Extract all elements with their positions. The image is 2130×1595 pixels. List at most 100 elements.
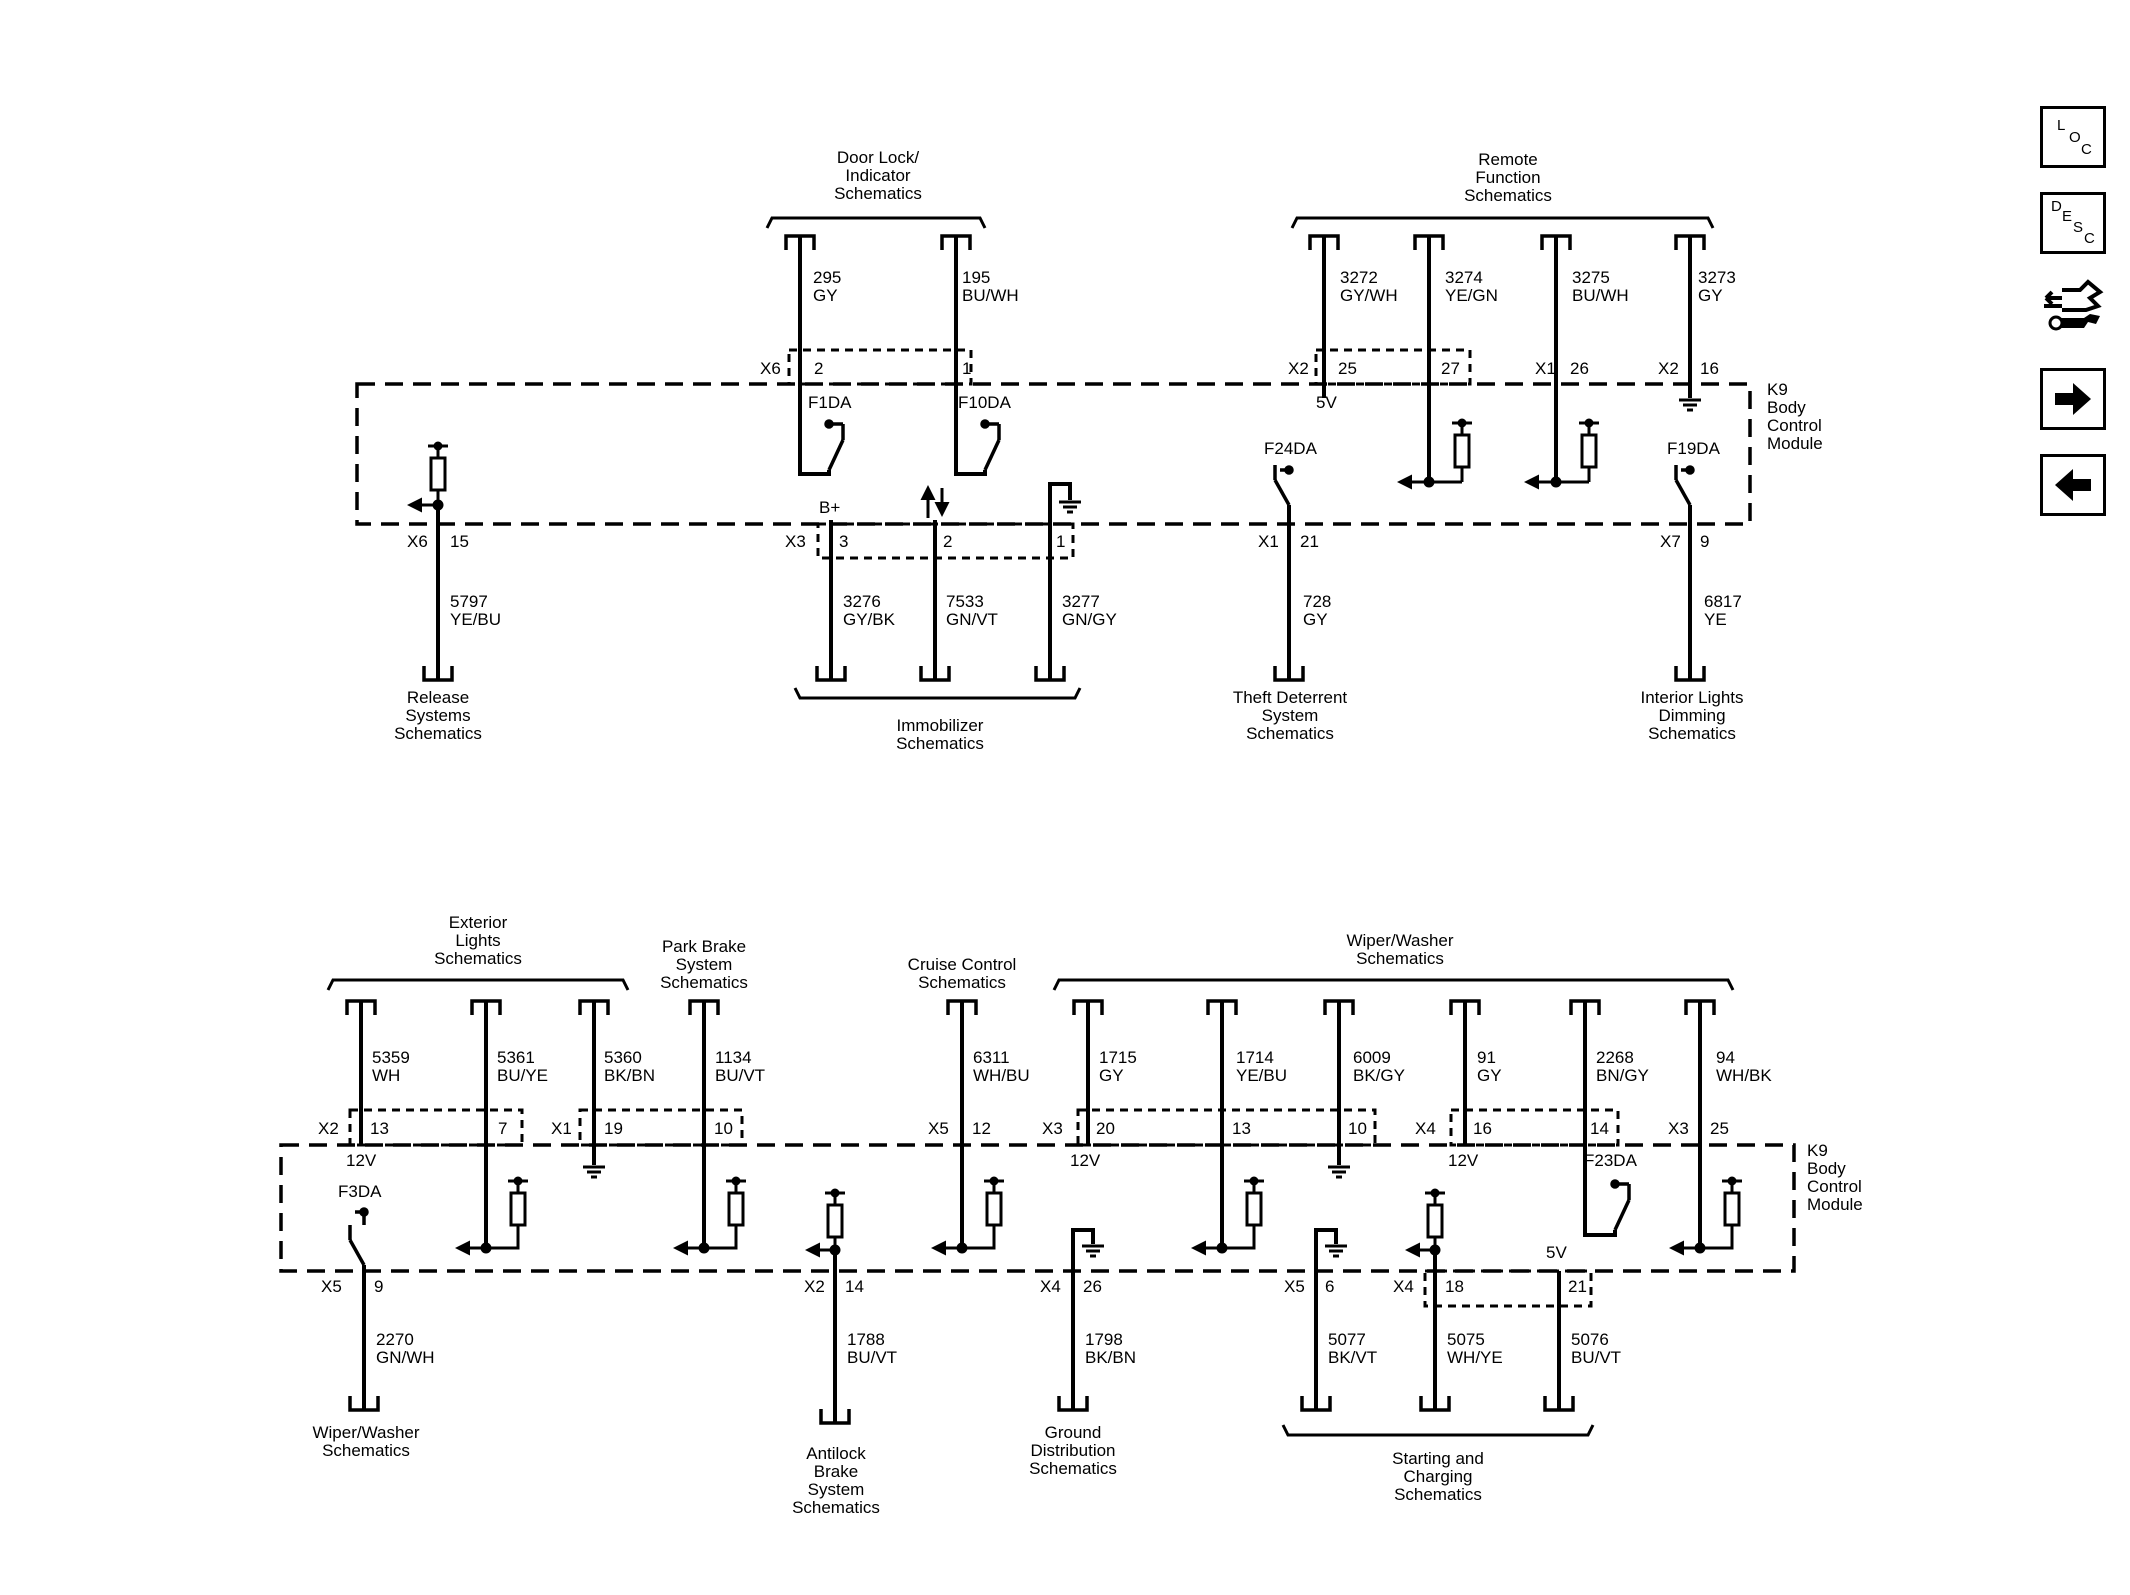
connector-repair-icon[interactable]	[2040, 276, 2106, 338]
conn-label: X2	[318, 1119, 339, 1138]
voltage-label: 12V	[1070, 1151, 1101, 1170]
fuse-label: F24DA	[1264, 439, 1318, 458]
conn-label: X2	[804, 1277, 825, 1296]
voltage-label: 5V	[1316, 393, 1337, 412]
prev-arrow-button[interactable]	[2040, 454, 2106, 516]
conn-label: X3	[1668, 1119, 1689, 1138]
pin-label: 26	[1570, 359, 1589, 378]
top-schematic	[355, 216, 1752, 700]
conn-label: X6	[407, 532, 428, 551]
loc-letter: C	[2081, 141, 2092, 158]
fuse-label: F10DA	[958, 393, 1012, 412]
conn-label: X7	[1660, 532, 1681, 551]
pin-label: 13	[370, 1119, 389, 1138]
bottom-schematic	[279, 978, 1796, 1437]
loc-letter: O	[2069, 129, 2081, 146]
conn-label: X4	[1415, 1119, 1436, 1138]
pin-label: 1	[1056, 532, 1065, 551]
pin-label: 10	[1348, 1119, 1367, 1138]
pin-label: 9	[1700, 532, 1709, 551]
next-arrow-button[interactable]	[2040, 368, 2106, 430]
fuse-label: F23DA	[1584, 1151, 1638, 1170]
pin-label: 1	[962, 359, 971, 378]
connector-box-x3	[816, 522, 1075, 560]
connector-box-x2	[1314, 348, 1472, 386]
pin-label: 3	[839, 532, 848, 551]
pin-label: 25	[1338, 359, 1357, 378]
conn-label: X2	[1658, 359, 1679, 378]
loc-button[interactable]: L O C	[2040, 106, 2106, 168]
pin-label: 10	[714, 1119, 733, 1138]
pin-label: 27	[1441, 359, 1460, 378]
loc-letter: L	[2057, 117, 2066, 134]
conn-label: X4	[1393, 1277, 1414, 1296]
pin-label: 12	[972, 1119, 991, 1138]
conn-label: X5	[928, 1119, 949, 1138]
conn-label: X1	[551, 1119, 572, 1138]
bplus-label: B+	[819, 498, 840, 517]
door-lock-brace	[765, 216, 987, 229]
pin-label: 15	[450, 532, 469, 551]
pin-label: 9	[374, 1277, 383, 1296]
arrow-left-icon	[2055, 469, 2091, 501]
fuse-label: F19DA	[1667, 439, 1721, 458]
pin-label: 18	[1445, 1277, 1464, 1296]
pin-label: 16	[1473, 1119, 1492, 1138]
desc-letter: E	[2062, 208, 2073, 225]
pin-label: 14	[1590, 1119, 1609, 1138]
pin-label: 2	[943, 532, 952, 551]
conn-label: X1	[1535, 359, 1556, 378]
pin-label: 6	[1325, 1277, 1334, 1296]
desc-button[interactable]: D E S C	[2040, 192, 2106, 254]
pin-label: 19	[604, 1119, 623, 1138]
voltage-label: 12V	[1448, 1151, 1479, 1170]
pin-label: 21	[1568, 1277, 1587, 1296]
fuse-label: F3DA	[338, 1182, 382, 1201]
connector-box-x6	[787, 348, 973, 386]
pin-label: 26	[1083, 1277, 1102, 1296]
conn-label: X3	[1042, 1119, 1063, 1138]
conn-label: X4	[1040, 1277, 1061, 1296]
arrow-right-icon	[2055, 383, 2091, 415]
pin-label: 20	[1096, 1119, 1115, 1138]
conn-label: X6	[760, 359, 781, 378]
pin-label: 13	[1232, 1119, 1251, 1138]
voltage-label: 12V	[346, 1151, 377, 1170]
pin-label: 16	[1700, 359, 1719, 378]
